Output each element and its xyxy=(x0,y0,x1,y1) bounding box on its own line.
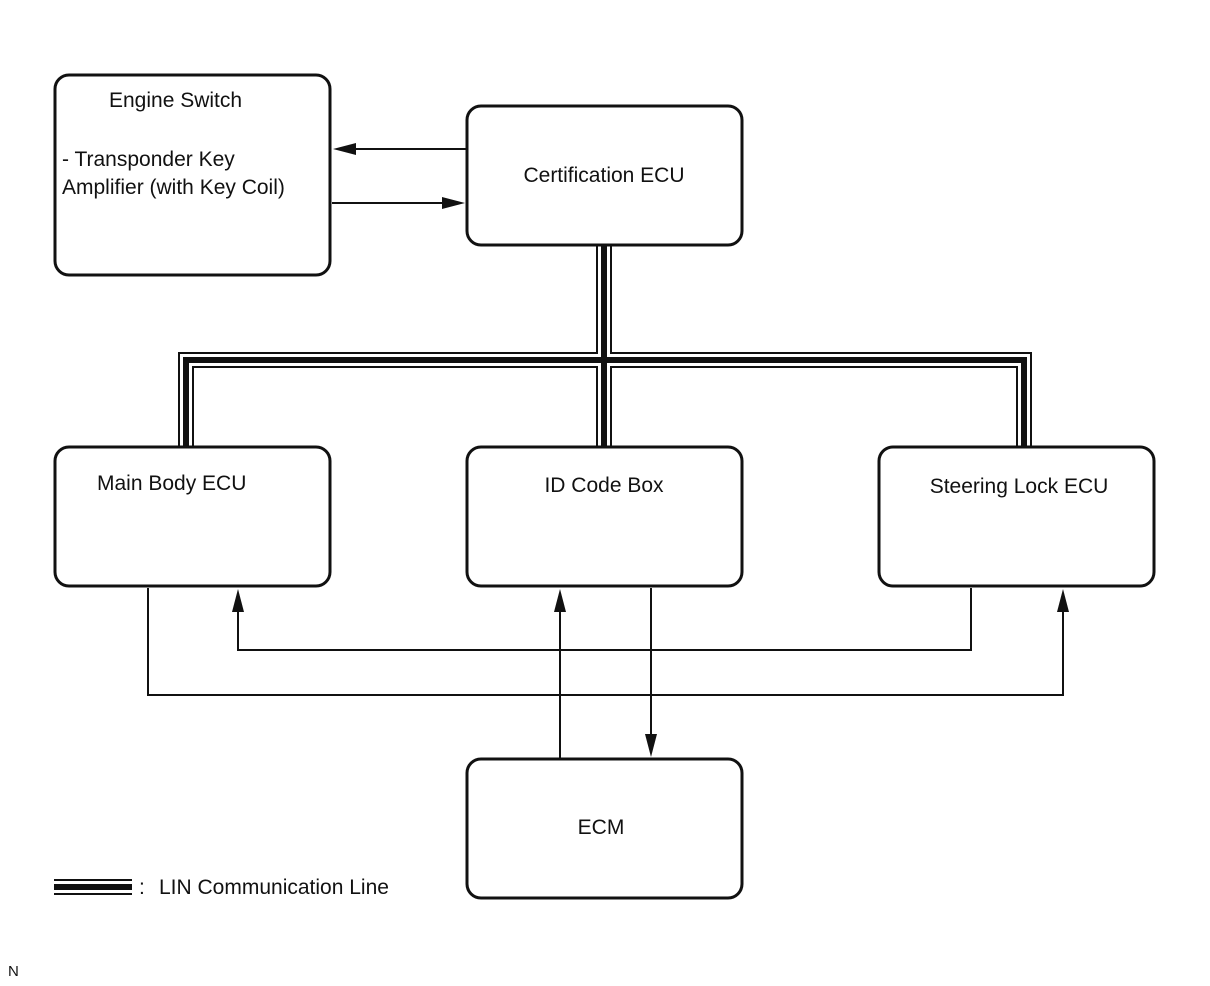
legend-label: LIN Communication Line xyxy=(159,876,389,899)
arrow-down-icon xyxy=(645,734,657,757)
certification-ecu-title: Certification ECU xyxy=(523,164,684,187)
corner-mark: N xyxy=(8,963,19,980)
ecm-box: ECM xyxy=(465,757,744,900)
arrow-up-icon xyxy=(232,589,244,612)
engine-switch-box: Engine Switch - Transponder Key Amplifie… xyxy=(53,73,332,277)
ecm-title: ECM xyxy=(578,816,625,839)
arrow-up-icon xyxy=(1057,589,1069,612)
steering-to-mainbody-line xyxy=(237,588,972,651)
main-body-ecu-title: Main Body ECU xyxy=(97,472,246,495)
mainbody-to-steering-line xyxy=(147,588,1064,696)
main-body-ecu-box: Main Body ECU xyxy=(53,445,332,588)
legend: : LIN Communication Line xyxy=(54,876,389,899)
signal-lines xyxy=(147,588,1069,758)
engine-switch-line2: Amplifier (with Key Coil) xyxy=(62,176,285,199)
certification-ecu-box: Certification ECU xyxy=(465,104,744,247)
arrow-right-icon xyxy=(442,197,465,209)
engine-switch-title: Engine Switch xyxy=(109,89,242,112)
id-code-box: ID Code Box xyxy=(465,445,744,588)
engine-switch-line1: - Transponder Key xyxy=(62,148,235,171)
legend-separator: : xyxy=(139,876,145,899)
steering-lock-ecu-title: Steering Lock ECU xyxy=(930,475,1109,498)
steering-lock-ecu-box: Steering Lock ECU xyxy=(877,445,1156,588)
engine-cert-connectors xyxy=(332,143,466,209)
arrow-up-icon xyxy=(554,589,566,612)
lin-bus xyxy=(178,246,1032,446)
arrow-left-icon xyxy=(333,143,356,155)
id-code-box-title: ID Code Box xyxy=(544,474,664,497)
